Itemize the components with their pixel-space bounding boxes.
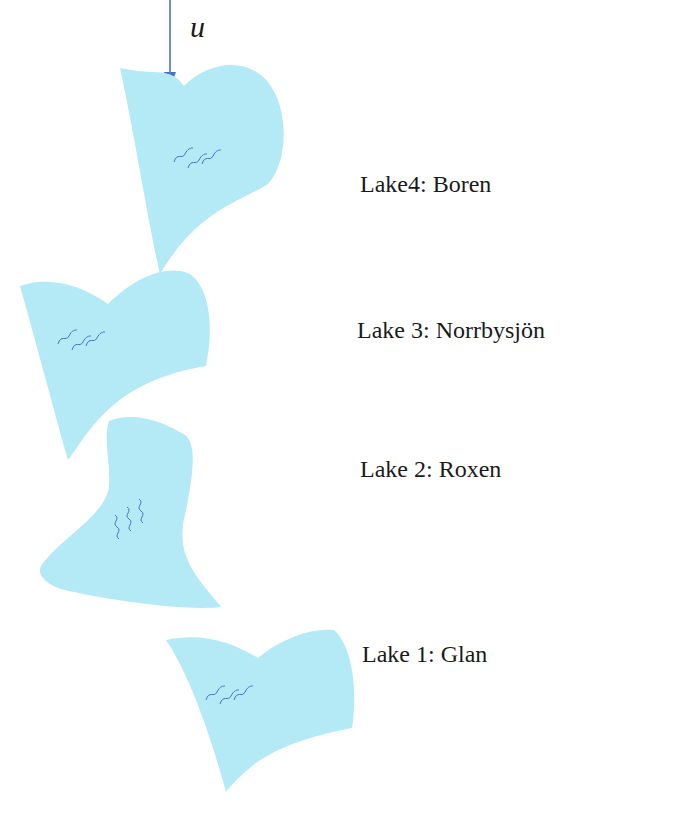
- water-ripple: [115, 515, 119, 539]
- lake-node: Lake 1: Glan: [162, 628, 491, 793]
- water-ripple: [234, 686, 253, 700]
- water-ripple: [202, 150, 221, 164]
- water-ripple: [139, 499, 143, 523]
- lake-shape: [118, 62, 288, 277]
- water-ripple: [174, 148, 193, 162]
- water-ripple: [127, 507, 131, 531]
- water-ripple: [206, 686, 225, 700]
- water-ripple: [220, 690, 239, 704]
- lake-outline: [120, 65, 284, 274]
- lake-shape: [162, 628, 357, 793]
- water-ripple: [188, 154, 207, 168]
- lake-label: Lake 3: Norrbysjön: [357, 316, 545, 345]
- water-ripple: [72, 336, 91, 350]
- water-ripple: [58, 330, 77, 344]
- lake-shape: [35, 415, 225, 612]
- lake-outline: [166, 630, 354, 792]
- lake-label: Lake 1: Glan: [362, 640, 487, 669]
- lake-node: Lake 3: Norrbysjön: [18, 268, 549, 463]
- lake-outline: [40, 417, 221, 608]
- lake-node: Lake 2: Roxen: [35, 415, 505, 612]
- water-ripple: [86, 332, 105, 346]
- inflow-arrow: [169, 0, 171, 74]
- lake-node: Lake4: Boren: [118, 62, 495, 277]
- lake-label: Lake 2: Roxen: [360, 455, 501, 484]
- flow-label: u: [190, 12, 205, 42]
- lake-label: Lake4: Boren: [360, 170, 491, 199]
